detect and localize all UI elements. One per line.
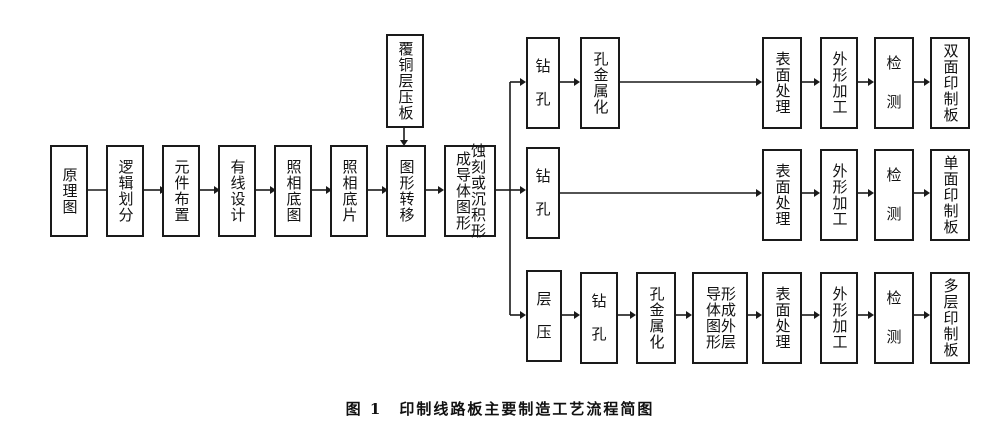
node-outer-layer-pattern-label-1: 导体图形 [704,286,722,350]
node-etch-or-deposit: 成导体图形 蚀刻或沉积形 [444,143,496,239]
node-outer-layer-pattern-label-2: 形成外层 [719,286,737,350]
node-inspection-1-label: 检测 [886,54,902,111]
node-inspection-1: 检测 [874,37,914,129]
node-profiling-2: 外形加工 [820,149,858,241]
node-inspection-2: 检测 [874,149,914,241]
node-drill-2: 钻孔 [526,147,560,239]
node-outer-layer-pattern: 导体图形 形成外层 [692,272,748,364]
node-profiling-1-label: 外形加工 [830,51,849,115]
node-profiling-3: 外形加工 [820,272,858,364]
node-multilayer-pcb-label: 多层印制板 [941,278,960,358]
node-pattern-transfer-label: 图形转移 [397,159,416,223]
node-photo-master: 照相底图 [274,145,312,237]
node-wiring-design-label: 有线设计 [228,159,247,223]
node-photo-negative-label: 照相底片 [340,159,359,223]
node-surface-treatment-2-label: 表面处理 [773,163,792,227]
node-inspection-3: 检测 [874,272,914,364]
node-wiring-design: 有线设计 [218,145,256,237]
node-component-layout-label: 元件布置 [172,159,191,223]
node-surface-treatment-3-label: 表面处理 [773,286,792,350]
node-lamination-label: 层压 [536,290,552,341]
node-profiling-2-label: 外形加工 [830,163,849,227]
node-schematic: 原理图 [50,145,88,237]
node-copper-clad-laminate: 覆铜层压板 [386,34,424,128]
node-hole-metallization-1-label: 孔金属化 [591,51,610,115]
node-component-layout: 元件布置 [162,145,200,237]
node-hole-metallization-3: 孔金属化 [636,272,676,364]
node-inspection-2-label: 检测 [886,166,902,223]
node-surface-treatment-3: 表面处理 [762,272,802,364]
node-drill-1: 钻孔 [526,37,560,129]
node-hole-metallization-1: 孔金属化 [580,37,620,129]
node-single-sided-pcb-label: 单面印制板 [941,155,960,235]
figure-caption: 图 1 印制线路板主要制造工艺流程简图 [345,400,655,418]
node-copper-clad-laminate-label: 覆铜层压板 [396,41,415,121]
node-double-sided-pcb-label: 双面印制板 [941,43,960,123]
node-etch-or-deposit-label-2: 蚀刻或沉积形 [469,143,487,239]
node-hole-metallization-3-label: 孔金属化 [647,286,666,350]
node-logic-partition-label: 逻辑划分 [116,159,135,223]
node-lamination: 层压 [526,270,562,362]
node-drill-3: 钻孔 [580,272,618,364]
node-surface-treatment-2: 表面处理 [762,149,802,241]
node-surface-treatment-1: 表面处理 [762,37,802,129]
node-inspection-3-label: 检测 [886,289,902,346]
node-profiling-3-label: 外形加工 [830,286,849,350]
node-profiling-1: 外形加工 [820,37,858,129]
node-single-sided-pcb: 单面印制板 [930,149,970,241]
node-drill-3-label: 钻孔 [591,292,607,343]
node-drill-1-label: 钻孔 [535,57,551,108]
node-drill-2-label: 钻孔 [535,167,551,218]
node-etch-or-deposit-label-1: 成导体图形 [454,151,472,231]
node-multilayer-pcb: 多层印制板 [930,272,970,364]
node-logic-partition: 逻辑划分 [106,145,144,237]
node-photo-master-label: 照相底图 [284,159,303,223]
node-double-sided-pcb: 双面印制板 [930,37,970,129]
node-pattern-transfer: 图形转移 [386,145,426,237]
node-photo-negative: 照相底片 [330,145,368,237]
node-schematic-label: 原理图 [60,167,79,215]
node-surface-treatment-1-label: 表面处理 [773,51,792,115]
